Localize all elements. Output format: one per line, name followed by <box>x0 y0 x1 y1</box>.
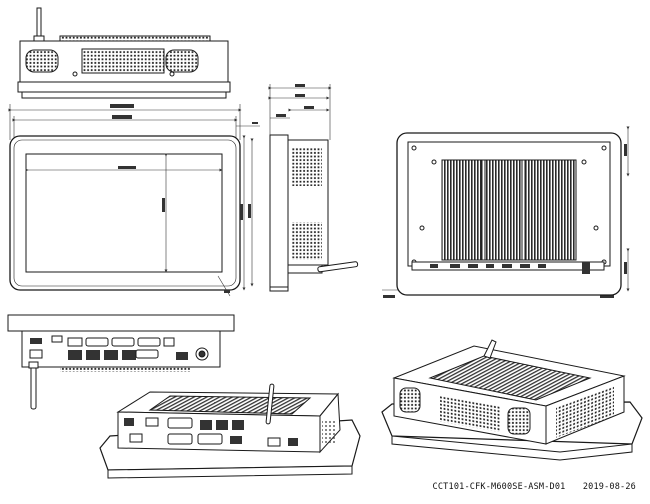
front-view-dim-screen <box>25 153 223 273</box>
bottom-io-vent-strip <box>60 367 190 372</box>
top-view-vent-left <box>25 49 59 73</box>
front-view <box>8 104 260 297</box>
iso-hs-heatsink <box>428 355 592 401</box>
iso-io-antenna <box>265 383 275 425</box>
side-view-vent-bottom <box>292 222 322 260</box>
top-view-antenna <box>36 7 42 41</box>
front-view-screen <box>25 153 223 273</box>
side-view-antenna <box>317 261 359 273</box>
bottom-io-antenna <box>30 364 37 410</box>
side-view-bezel <box>269 134 289 288</box>
top-view <box>17 7 231 99</box>
drawing-date: 2019-08-26 <box>582 482 636 492</box>
iso-rear-io-view <box>99 383 361 479</box>
bottom-io-view <box>7 314 235 410</box>
front-view-dim-width <box>8 104 242 140</box>
rear-view <box>382 126 630 298</box>
side-view-dims <box>268 84 332 140</box>
title-block: CCT101-CFK-M600SE-ASM-D01 2019-08-26 <box>433 482 636 492</box>
side-view <box>268 84 359 292</box>
bottom-io-bezel <box>7 314 235 332</box>
side-view-vent-top <box>292 148 322 186</box>
top-view-bezel-lip <box>17 81 231 93</box>
rear-view-heatsink <box>441 159 577 261</box>
front-view-dim-height <box>217 122 260 297</box>
top-view-vent-center <box>81 48 165 74</box>
top-view-vent-right <box>165 49 199 73</box>
iso-rear-heatsink-view <box>381 339 643 461</box>
top-view-connector-strip <box>59 35 211 42</box>
drawing-number: CCT101-CFK-M600SE-ASM-D01 <box>432 482 566 492</box>
